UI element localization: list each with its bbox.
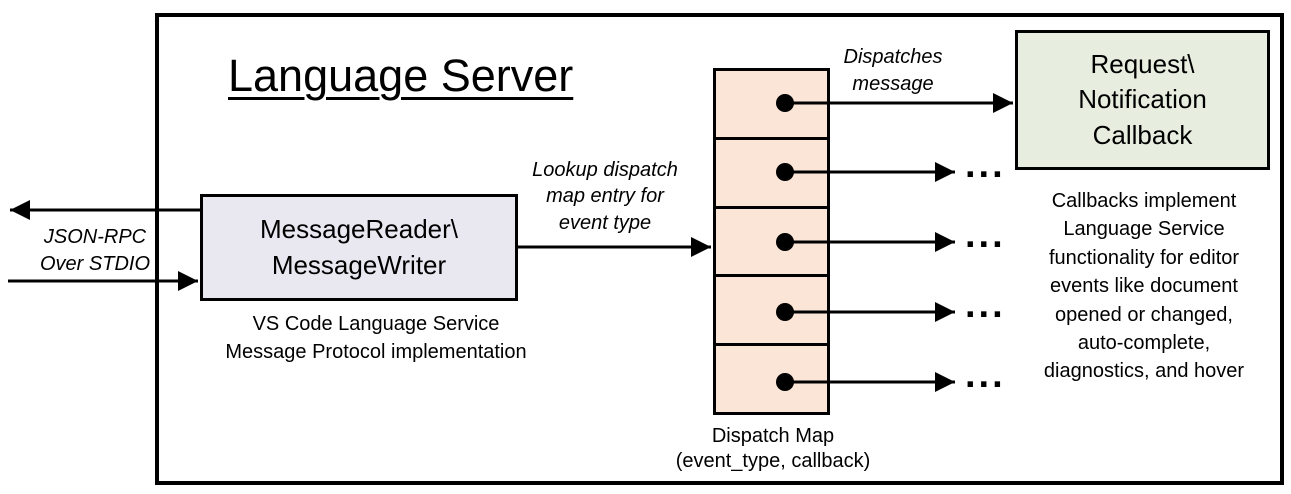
message-reader-writer-box: MessageReader\ MessageWriter	[200, 194, 518, 301]
dispatch-map-cell	[716, 136, 827, 206]
dispatches-message-label: Dispatches message	[843, 46, 943, 95]
json-rpc-stdio-label: JSON-RPC Over STDIO	[39, 226, 150, 275]
reader-writer-caption: VS Code Language Service Message Protoco…	[225, 313, 527, 363]
dispatch-map-caption: Dispatch Map (event_type, callback)	[675, 425, 871, 472]
lookup-dispatch-label: Lookup dispatch map entry for event type	[532, 159, 678, 234]
language-server-outer-box	[155, 13, 1284, 485]
callbacks-description: Callbacks implement Language Service fun…	[1043, 190, 1245, 383]
dispatch-map	[713, 68, 830, 415]
dispatch-map-cell	[716, 71, 827, 137]
dispatch-map-cell	[716, 205, 827, 275]
diagram-title: Language Server	[228, 50, 574, 101]
request-notification-callback-box: Request\ Notification Callback	[1015, 30, 1270, 170]
dispatch-map-cell	[716, 274, 827, 343]
dispatch-map-cell	[716, 343, 827, 412]
